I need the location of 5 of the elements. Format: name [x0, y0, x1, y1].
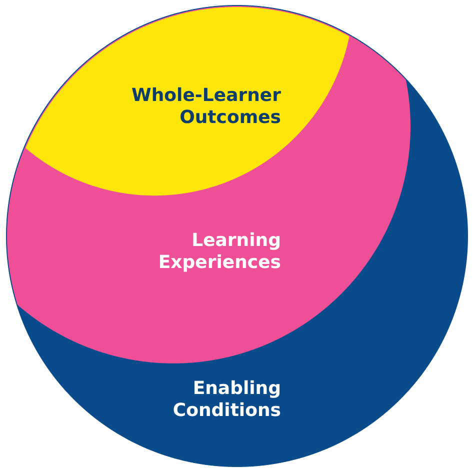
region-label: Enabling Conditions [172, 378, 281, 422]
region-label: Learning Experiences [157, 230, 281, 274]
inner-region [25, 7, 350, 196]
middle-region [7, 6, 411, 364]
region-label: Whole-Learner Outcomes [130, 85, 281, 129]
